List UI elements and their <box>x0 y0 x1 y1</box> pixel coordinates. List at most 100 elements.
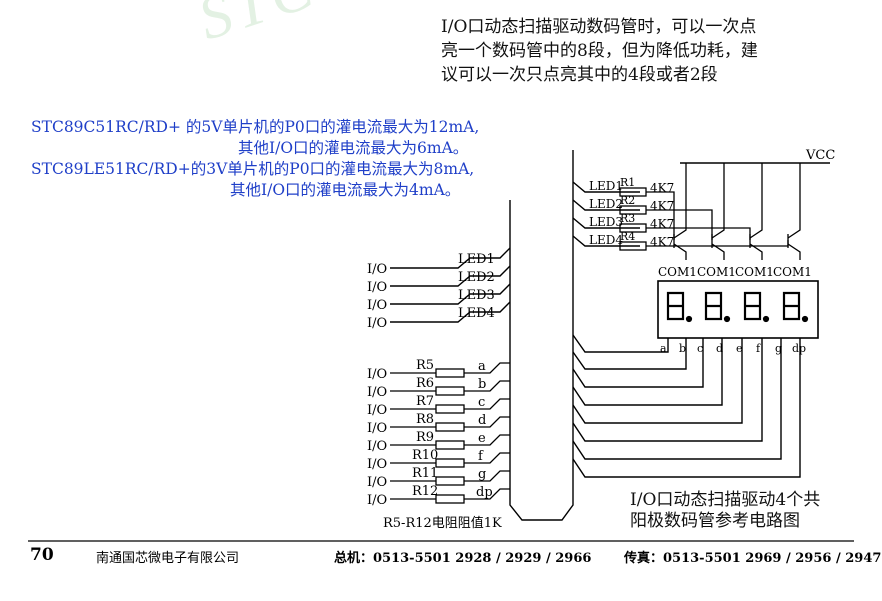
decimal-point <box>762 315 770 323</box>
seven-segment-digit <box>704 291 723 321</box>
resistor-symbol <box>435 368 465 378</box>
transistor-collector <box>673 243 687 260</box>
blue-note-line-3: STC89LE51RC/RD+的3V单片机的P0口的灌电流最大为8mA, <box>31 160 475 178</box>
decimal-point <box>723 315 731 323</box>
right-resistor-value: 4K7 <box>650 199 674 213</box>
caption-line-2: 阳极数码管参考电路图 <box>630 511 800 531</box>
seven-segment-digit <box>666 291 685 321</box>
resistor-label: R11 <box>412 466 438 481</box>
transistor-collector <box>749 243 763 260</box>
left-led-label: LED2 <box>458 270 495 285</box>
vcc-label: VCC <box>805 148 835 163</box>
segment-label: d <box>478 413 486 428</box>
blue-note-line-2: 其他I/O口的灌电流最大为6mA。 <box>238 139 469 157</box>
blue-note-line-1: STC89C51RC/RD+ 的5V单片机的P0口的灌电流最大为12mA, <box>31 118 480 136</box>
io-label: I/O <box>367 298 387 313</box>
resistor-label: R6 <box>416 376 434 391</box>
wire <box>464 398 510 410</box>
resistor-label: R8 <box>416 412 434 427</box>
transistor-emitter <box>749 163 763 239</box>
resistor-symbol <box>435 440 465 450</box>
right-resistor-label: R4 <box>620 230 635 243</box>
segment-label: b <box>478 377 486 392</box>
resistor-label: R9 <box>416 430 434 445</box>
transistor-emitter <box>787 163 801 239</box>
resistor-symbol <box>435 476 465 486</box>
left-led-label: LED1 <box>458 252 495 267</box>
io-label: I/O <box>367 385 387 400</box>
wire <box>464 488 510 500</box>
seven-segment-digit <box>782 291 801 321</box>
right-resistor-value: 4K7 <box>650 217 674 231</box>
top-note-line-3: 议可以一次只点亮其中的4段或者2段 <box>441 65 718 85</box>
decimal-point <box>685 315 693 323</box>
display-segment-label: f <box>756 342 761 355</box>
transistor-collector <box>711 243 725 260</box>
display-segment-label: e <box>736 342 743 355</box>
transistor-emitter <box>673 163 687 239</box>
io-label: I/O <box>367 316 387 331</box>
top-note-line-2: 亮一个数码管中的8段，但为降低功耗，建 <box>441 41 758 61</box>
display-segment-label: g <box>775 342 782 355</box>
io-label: I/O <box>367 280 387 295</box>
display-segment-label: a <box>660 342 667 355</box>
resistor-symbol <box>435 422 465 432</box>
segment-label: f <box>478 449 484 464</box>
io-label: I/O <box>367 421 387 436</box>
resistor-label: R10 <box>412 448 438 463</box>
segment-label: e <box>478 431 486 446</box>
wire <box>464 416 510 428</box>
wire <box>464 434 510 446</box>
com-label: COM1 <box>697 265 736 279</box>
right-resistor-label: R1 <box>620 176 635 189</box>
transistor-emitter <box>711 163 725 239</box>
com-label: COM1 <box>773 265 812 279</box>
resistor-note: R5-R12电阻阻值1K <box>383 516 502 531</box>
left-led-label: LED4 <box>458 306 495 321</box>
company-name: 南通国芯微电子有限公司 <box>96 551 240 566</box>
com-label: COM1 <box>735 265 774 279</box>
right-led-label: LED3 <box>589 215 623 229</box>
wire <box>464 380 510 392</box>
right-led-label: LED2 <box>589 197 623 211</box>
segment-label: dp <box>476 485 493 500</box>
right-resistor-value: 4K7 <box>650 235 674 249</box>
resistor-label: R5 <box>416 358 434 373</box>
wire <box>464 362 510 374</box>
resistor-symbol <box>435 494 465 504</box>
io-label: I/O <box>367 262 387 277</box>
io-label: I/O <box>367 457 387 472</box>
io-label: I/O <box>367 367 387 382</box>
display-segment-label: dp <box>792 342 806 355</box>
fax-number: 传真：0513-5501 2969 / 2956 / 2947 <box>624 551 882 566</box>
blue-note-line-4: 其他I/O口的灌电流最大为4mA。 <box>230 181 461 199</box>
resistor-symbol <box>435 458 465 468</box>
com-label: COM1 <box>658 265 697 279</box>
segment-label: a <box>478 359 486 374</box>
resistor-label: R7 <box>416 394 434 409</box>
transistor-collector <box>787 243 801 260</box>
io-label: I/O <box>367 439 387 454</box>
decimal-point <box>801 315 809 323</box>
resistor-label: R12 <box>412 484 438 499</box>
display-segment-label: c <box>697 342 703 355</box>
page-number: 70 <box>30 545 54 565</box>
display-segment-label: d <box>716 342 723 355</box>
right-resistor-value: 4K7 <box>650 181 674 195</box>
right-resistor-label: R3 <box>620 212 635 225</box>
segment-label: g <box>478 467 486 482</box>
resistor-symbol <box>435 386 465 396</box>
io-label: I/O <box>367 493 387 508</box>
wire <box>464 470 510 482</box>
wire <box>646 209 713 240</box>
resistor-symbol <box>435 404 465 414</box>
wire <box>646 191 675 240</box>
caption-line-1: I/O口动态扫描驱动4个共 <box>630 490 821 510</box>
io-label: I/O <box>367 403 387 418</box>
right-led-label: LED4 <box>589 233 623 247</box>
segment-label: c <box>478 395 485 410</box>
right-resistor-label: R2 <box>620 194 635 207</box>
diagram-caption: I/O口动态扫描驱动4个共 阳极数码管参考电路图 <box>630 490 820 532</box>
right-led-label: LED1 <box>589 179 623 193</box>
